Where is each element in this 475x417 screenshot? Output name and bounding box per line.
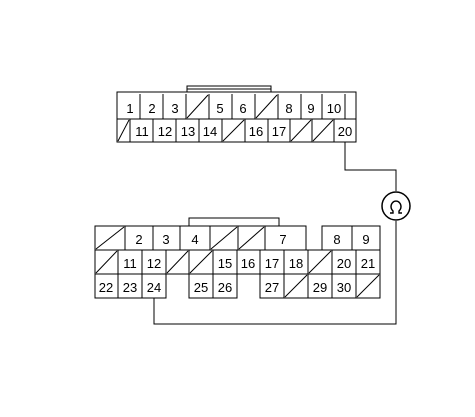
terminal-label: 18 [289, 256, 303, 271]
blank-cell-slash [356, 274, 380, 298]
blank-cell-slash [290, 119, 312, 142]
terminal-label: 16 [249, 124, 263, 139]
terminal-label: 11 [123, 256, 137, 271]
probe-wire-lower [153, 221, 397, 325]
upper-connector [116, 85, 357, 143]
lower-connector-labels: 2 3 4 7 8 9 11 12 15 16 17 18 20 21 22 2… [99, 232, 375, 295]
lower-connector [94, 217, 381, 299]
terminal-label: 30 [337, 280, 351, 295]
ohm-meter-icon [381, 191, 411, 221]
terminal-label: 13 [181, 124, 195, 139]
terminal-label: 20 [338, 124, 352, 139]
upper-connector-body [116, 91, 357, 143]
terminal-label: 9 [362, 232, 369, 247]
terminal-label: 5 [216, 101, 223, 116]
blank-cell-slash [189, 250, 213, 274]
terminal-label: 7 [279, 232, 286, 247]
blank-cell-slash [166, 250, 189, 274]
blank-cell-slash [255, 94, 278, 119]
blank-cell-slash [210, 226, 238, 250]
terminal-label: 12 [158, 124, 172, 139]
terminal-label: 27 [265, 280, 279, 295]
blank-cell-slash [95, 250, 118, 274]
terminal-label: 10 [327, 101, 341, 116]
blank-cell-slash [95, 226, 125, 250]
terminal-label: 4 [191, 232, 198, 247]
blank-cell-slash [222, 119, 245, 142]
terminal-label: 6 [239, 101, 246, 116]
terminal-label: 26 [218, 280, 232, 295]
terminal-label: 12 [147, 256, 161, 271]
terminal-label: 15 [218, 256, 232, 271]
terminal-label: 29 [313, 280, 327, 295]
lower-connector-lock-tab [188, 217, 280, 226]
probe-wires [153, 142, 397, 325]
blank-cell-slash [238, 226, 265, 250]
terminal-label: 22 [99, 280, 113, 295]
terminal-label: 16 [241, 256, 255, 271]
terminal-label: 17 [265, 256, 279, 271]
probe-wire-upper [344, 142, 397, 191]
terminal-label: 8 [333, 232, 340, 247]
terminal-label: 25 [194, 280, 208, 295]
terminal-label: 8 [285, 101, 292, 116]
terminal-label: 21 [361, 256, 375, 271]
terminal-label: 3 [162, 232, 169, 247]
terminal-label: 11 [135, 124, 149, 139]
upper-connector-labels: 1 2 3 5 6 8 9 10 11 12 13 14 16 17 20 [126, 101, 352, 139]
terminal-label: 17 [272, 124, 286, 139]
terminal-label: 9 [307, 101, 314, 116]
terminal-label: 3 [171, 101, 178, 116]
blank-cell-slash [186, 94, 209, 119]
terminal-label: 24 [147, 280, 161, 295]
terminal-label: 14 [203, 124, 217, 139]
terminal-label: 23 [123, 280, 137, 295]
terminal-label: 2 [148, 101, 155, 116]
terminal-label: 1 [126, 101, 133, 116]
terminal-label: 20 [337, 256, 351, 271]
blank-cell-slash [117, 119, 130, 142]
blank-cell-slash [284, 274, 308, 298]
terminal-label: 2 [135, 232, 142, 247]
blank-cell-slash [312, 119, 334, 142]
blank-cell-slash [308, 250, 332, 274]
